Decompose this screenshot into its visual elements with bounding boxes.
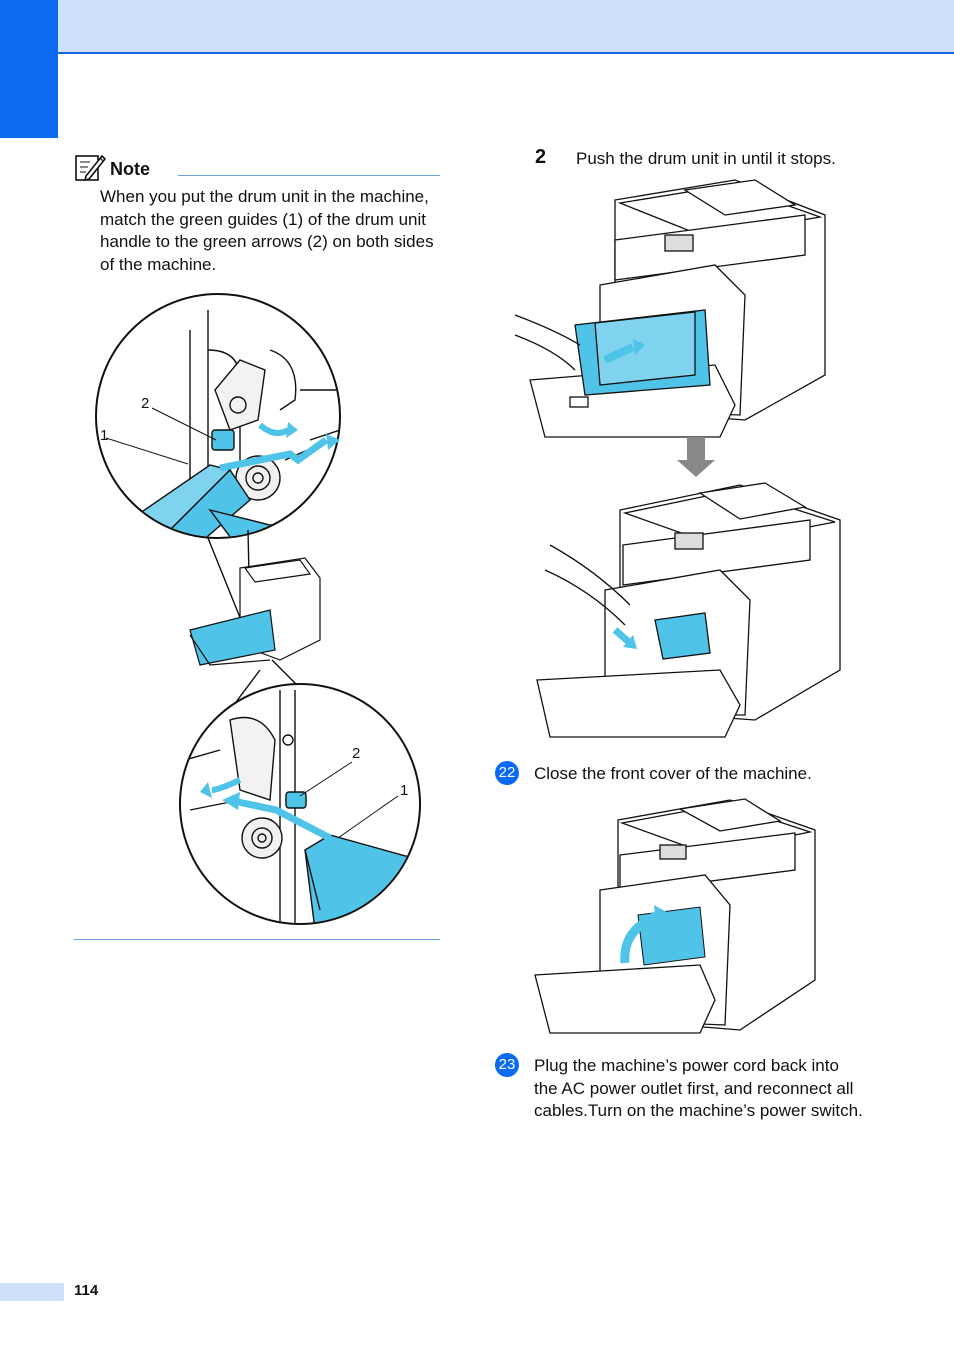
chapter-tab: [0, 0, 58, 138]
note-rule-top: [178, 175, 440, 176]
drum-guide-illustration: 2 1 2 1: [95, 293, 421, 925]
step-text: Push the drum unit in until it stops.: [576, 149, 836, 168]
down-arrow: [677, 437, 715, 477]
machine-open-drum-in: [536, 482, 841, 738]
note-body: When you put the drum unit in the machin…: [100, 187, 434, 274]
close-cover-illustration: [534, 798, 816, 1034]
machine-open-drum-out: [514, 179, 826, 438]
note-header: Note: [74, 152, 440, 182]
step-bullet: 23: [495, 1053, 519, 1077]
header-band: [0, 0, 954, 54]
push-drum-illustration: [514, 179, 841, 738]
step-text: Plug the machine’s power cord back into …: [534, 1056, 863, 1120]
note-title: Note: [110, 159, 150, 179]
page-tab: [0, 1283, 64, 1301]
callout-top-arrow: 2: [141, 395, 149, 412]
callout-top-guide: 1: [100, 427, 108, 444]
step-bullet: 22: [495, 761, 519, 785]
small-machine-drawing: [189, 557, 321, 666]
callout-bottom-arrow: 2: [352, 745, 360, 762]
step-number: 2: [535, 146, 547, 168]
callout-bottom-guide: 1: [400, 782, 408, 799]
top-detail-circle: 2 1: [95, 293, 341, 539]
step-text: Close the front cover of the machine.: [534, 764, 812, 783]
note-rule-bottom: [74, 939, 440, 940]
page-number: 114: [74, 1282, 99, 1299]
bottom-detail-circle: 2 1: [179, 683, 421, 925]
note-pencil-icon: [75, 154, 106, 182]
